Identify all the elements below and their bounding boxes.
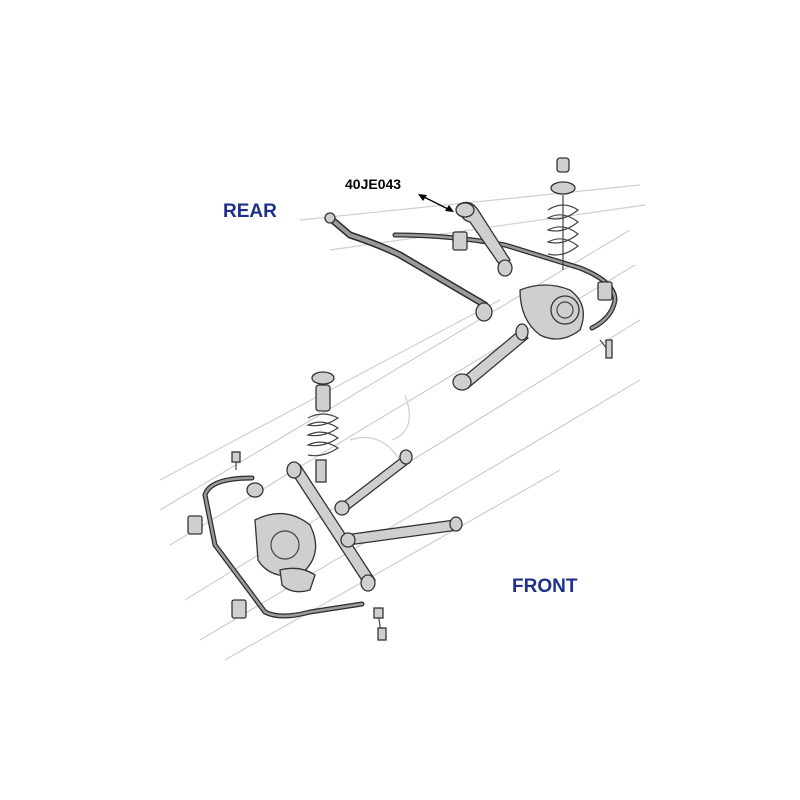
rear-differential xyxy=(519,284,613,359)
rear-label: REAR xyxy=(223,201,277,222)
part-number-label: 40JE043 xyxy=(345,176,402,192)
front-lower-arm xyxy=(286,461,376,592)
front-coil-spring xyxy=(306,371,340,483)
front-axle xyxy=(246,482,317,593)
rear-upper-control-arm xyxy=(455,201,513,277)
rear-coil-spring xyxy=(546,157,580,270)
part-pointer-arrow xyxy=(418,194,454,212)
front-label: FRONT xyxy=(512,576,578,597)
rear-lower-arm xyxy=(452,302,529,391)
front-stabilizer-bar xyxy=(187,451,387,641)
front-upper-arm xyxy=(334,449,413,516)
rear-stabilizer-bar xyxy=(324,212,618,331)
front-track-bar xyxy=(340,516,463,548)
